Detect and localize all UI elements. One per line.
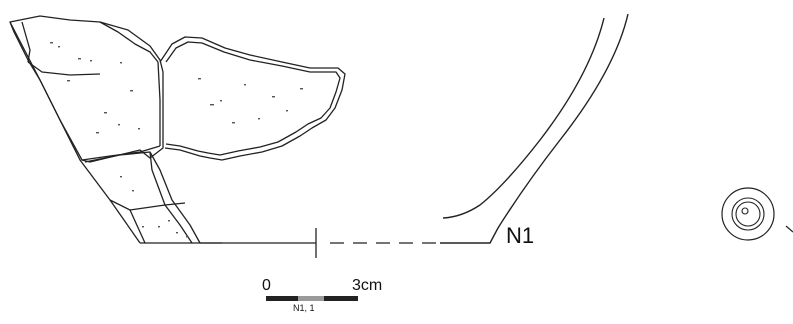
vessel-wall-profile bbox=[9, 21, 141, 244]
sherd-label: N1 bbox=[506, 223, 535, 248]
upper-fragment-outer bbox=[159, 36, 346, 161]
scale-bar bbox=[266, 296, 358, 301]
plan-middle-ring bbox=[731, 197, 765, 231]
plan-inner-ring bbox=[735, 201, 761, 227]
fragment-edge bbox=[109, 199, 186, 211]
fragment-edge bbox=[84, 151, 201, 244]
sherd-profile-section bbox=[440, 13, 629, 244]
fragment-edge bbox=[81, 145, 161, 161]
scale-start-label: 0 bbox=[262, 277, 271, 294]
fragment-edge bbox=[27, 61, 101, 76]
profile-outer-wall bbox=[440, 13, 629, 244]
scale-bar-segment bbox=[266, 296, 298, 301]
scale-end-label: 3cm bbox=[352, 277, 383, 294]
base-plan-view bbox=[721, 187, 793, 241]
sherd-exterior-view bbox=[9, 15, 346, 244]
profile-inner-wall bbox=[442, 17, 605, 219]
scale-bar-segment bbox=[298, 296, 324, 301]
fragment-edge bbox=[149, 151, 193, 244]
scale-bar-segment bbox=[324, 296, 358, 301]
surface-texture bbox=[50, 42, 303, 238]
scale-caption: N1, 1 bbox=[293, 303, 315, 313]
plan-section-mark bbox=[785, 225, 793, 233]
fragment-edge bbox=[129, 209, 146, 244]
plan-outer-ring bbox=[721, 187, 775, 241]
sherd-outline bbox=[9, 15, 164, 163]
fragment-edge bbox=[157, 61, 161, 146]
upper-fragment-inner bbox=[165, 41, 341, 156]
center-axis bbox=[315, 228, 440, 258]
plan-center-hole bbox=[741, 207, 749, 215]
fragment-edge bbox=[99, 21, 159, 63]
